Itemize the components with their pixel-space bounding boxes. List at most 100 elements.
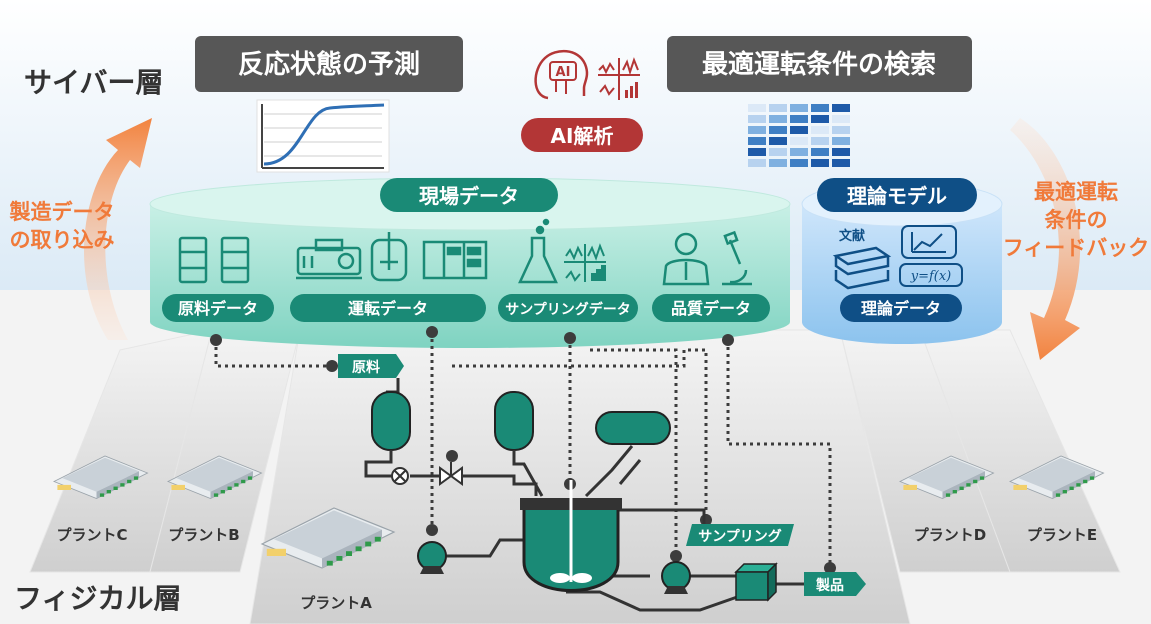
heatmap-cell: [832, 148, 850, 156]
reactor-icon: [370, 232, 408, 282]
pump-1: [417, 541, 447, 574]
product-tag-label: 製品: [815, 577, 844, 594]
heatmap-cell: [811, 137, 829, 145]
heatmap-cell: [769, 137, 787, 145]
data-ingest-arrow: [84, 118, 152, 340]
ingest-label-line2: の取り込み: [10, 228, 115, 252]
category-raw-material-label: 原料データ: [178, 299, 258, 318]
heatmap-cell: [748, 148, 766, 156]
plant-a-label: プラントA: [300, 594, 372, 612]
physical-layer-label: フィジカル層: [14, 582, 181, 615]
product-box: [734, 562, 778, 602]
storage-tank-1: [371, 391, 411, 451]
plant-floors: [29, 329, 1121, 624]
microscope-icon: [722, 230, 752, 286]
feedback-label-line3: フィードバック: [1003, 236, 1150, 260]
heatmap-cell: [832, 159, 850, 167]
theory-model-title-badge: 理論モデル: [817, 178, 977, 212]
formula-text: y=f(x): [910, 269, 952, 284]
cyber-layer-label: サイバー層: [24, 66, 163, 99]
ai-icon-text: AI: [556, 65, 571, 80]
heatmap-cell: [832, 137, 850, 145]
process-pipes: [364, 445, 804, 612]
books-icon: [832, 246, 892, 290]
control-panel-icon: [422, 240, 488, 280]
factory-icon: [1008, 455, 1105, 499]
drum-icon: [178, 236, 250, 284]
heatmap-cell: [748, 104, 766, 112]
heatmap-cell: [790, 137, 808, 145]
category-sampling: サンプリングデータ: [498, 294, 638, 322]
plant-b-label: プラントB: [168, 526, 239, 544]
category-operation: 運転データ: [290, 294, 486, 322]
sampling-tag: サンプリング: [686, 524, 794, 546]
graph-speech-icon: [901, 225, 957, 259]
formula-box: y=f(x): [899, 263, 963, 287]
category-operation-label: 運転データ: [348, 299, 428, 318]
category-quality: 品質データ: [652, 294, 770, 322]
search-box: 最適運転条件の検索: [667, 36, 972, 92]
factory-icon: [898, 455, 995, 499]
heatmap-cell: [790, 126, 808, 134]
ingest-label-line1: 製造データ: [9, 200, 115, 224]
category-raw-material: 原料データ: [162, 294, 274, 322]
heatmap-cell: [769, 115, 787, 123]
category-quality-label: 品質データ: [671, 299, 751, 318]
feedback-label-line1: 最適運転: [1034, 180, 1118, 204]
category-sampling-label: サンプリングデータ: [505, 301, 631, 318]
field-data-title-badge: 現場データ: [380, 178, 558, 212]
reactor-vessel: [520, 480, 622, 592]
heatmap-cell: [769, 159, 787, 167]
prediction-box: 反応状態の予測: [195, 36, 463, 92]
valve-icon: [391, 467, 409, 485]
researcher-icon: [662, 232, 710, 286]
signal-analysis-icon-top: [598, 57, 640, 100]
feedback-arrow: [1010, 118, 1081, 360]
plant-c-label: プラントC: [56, 526, 127, 544]
field-data-title: 現場データ: [419, 184, 519, 208]
heatmap-cell: [811, 104, 829, 112]
search-title: 最適運転条件の検索: [702, 49, 936, 80]
data-link-dots: [210, 326, 836, 574]
theory-model-title: 理論モデル: [847, 184, 947, 208]
heatmap-cell: [832, 115, 850, 123]
signal-analysis-icon-field: [564, 243, 606, 282]
prediction-title: 反応状態の予測: [238, 49, 420, 80]
sampling-tag-label: サンプリング: [698, 528, 782, 545]
books-label: 文献: [839, 228, 865, 244]
raw-material-tag-label: 原料: [352, 359, 380, 376]
feedback-label-line2: 条件の: [1045, 208, 1108, 232]
heatmap-cell: [790, 115, 808, 123]
ai-analysis-label: AI解析: [551, 124, 614, 148]
ai-head-icon: AI: [534, 50, 589, 100]
heatmap-cell: [769, 126, 787, 134]
heatmap-cell: [832, 126, 850, 134]
heatmap-cell: [748, 137, 766, 145]
data-link-lines: [214, 332, 832, 568]
flask-icon: [518, 218, 558, 284]
horizontal-tank: [595, 411, 671, 445]
category-theory: 理論データ: [840, 294, 962, 322]
plant-e-label: プラントE: [1027, 526, 1097, 544]
heatmap-cell: [832, 104, 850, 112]
storage-tank-2: [494, 391, 534, 451]
factory-icon: [166, 455, 263, 499]
pump-2: [661, 561, 691, 594]
factory-icon: [260, 507, 396, 569]
heatmap-cell: [748, 126, 766, 134]
s-curve-chart-icon: [256, 99, 390, 173]
control-valve-icon: [439, 462, 463, 486]
heatmap-cell: [748, 159, 766, 167]
heatmap-cell: [811, 159, 829, 167]
plant-d-label: プラントD: [914, 526, 986, 544]
heatmap-cell: [748, 115, 766, 123]
heatmap-cell: [769, 148, 787, 156]
factory-icon: [52, 455, 149, 499]
raw-material-tag: 原料: [338, 354, 404, 378]
heatmap-cell: [811, 148, 829, 156]
heatmap-cell: [811, 126, 829, 134]
heatmap-cell: [769, 104, 787, 112]
heatmap-cell: [790, 148, 808, 156]
